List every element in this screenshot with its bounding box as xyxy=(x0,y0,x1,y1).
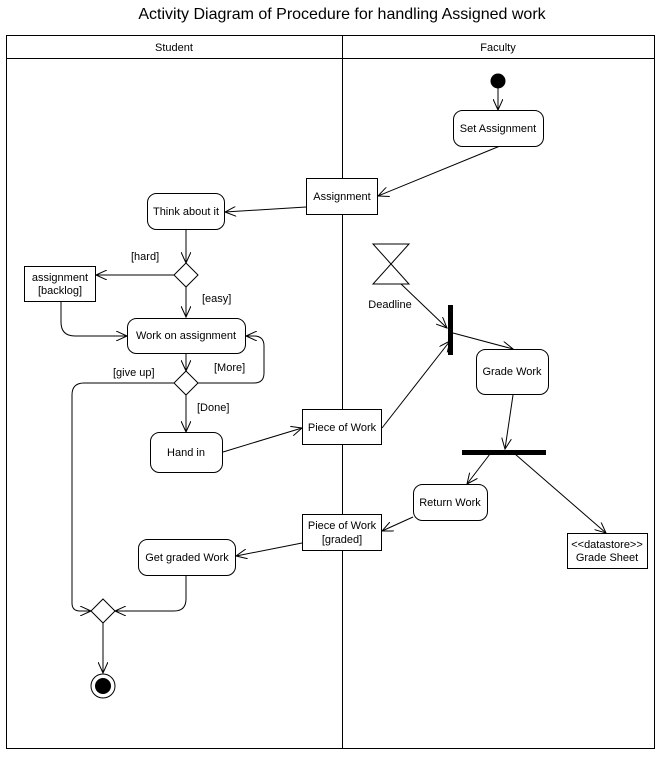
action-return-work-label: Return Work xyxy=(419,497,481,509)
edge-deadline-to-join xyxy=(399,282,447,328)
lane-student-label: Student xyxy=(155,42,193,54)
action-hand-in-label: Hand in xyxy=(167,447,205,459)
object-graded-piece xyxy=(302,514,382,551)
object-assignment-label: Assignment xyxy=(313,191,370,203)
guard-give-up: [give up] xyxy=(113,367,155,379)
datastore-line2: Grade Sheet xyxy=(576,552,638,564)
action-set-assignment-label: Set Assignment xyxy=(460,123,536,135)
guard-done: [Done] xyxy=(197,402,229,414)
edge-handin-to-piece xyxy=(222,428,302,453)
action-think-label: Think about it xyxy=(153,206,219,218)
object-backlog xyxy=(24,266,96,302)
join-bar xyxy=(448,305,453,355)
action-work xyxy=(127,318,246,354)
object-graded-line2: [graded] xyxy=(322,534,362,546)
datastore-line1: <<datastore>> xyxy=(571,539,643,551)
edge-more xyxy=(198,336,265,384)
action-hand-in xyxy=(150,432,223,473)
guard-easy: [easy] xyxy=(202,293,231,305)
edge-graded-to-get xyxy=(236,542,303,556)
edge-get-to-merge xyxy=(115,576,187,611)
object-backlog-line2: [backlog] xyxy=(38,285,82,297)
edge-fork-to-datastore xyxy=(514,453,606,533)
guard-more: [More] xyxy=(214,362,245,374)
edge-return-to-graded xyxy=(382,516,414,531)
object-graded-line1: Piece of Work xyxy=(308,520,377,532)
fork-bar xyxy=(462,450,546,455)
action-grade-work xyxy=(476,349,549,395)
initial-node xyxy=(490,73,506,89)
action-grade-work-label: Grade Work xyxy=(482,366,542,378)
object-piece-of-work xyxy=(302,409,382,445)
edge-give-up xyxy=(71,382,174,611)
edge-fork-to-return xyxy=(467,453,491,484)
merge-node xyxy=(90,598,116,624)
edge-piece-to-join xyxy=(381,341,450,429)
object-backlog-line1: assignment xyxy=(32,272,88,284)
object-assignment xyxy=(306,178,378,215)
final-node-core xyxy=(95,678,111,694)
action-set-assignment xyxy=(453,110,544,147)
hourglass-icon xyxy=(371,243,411,285)
edge-set-to-assignment xyxy=(378,145,501,196)
edge-assignment-to-think xyxy=(225,207,307,212)
guard-hard: [hard] xyxy=(131,251,159,263)
action-work-label: Work on assignment xyxy=(136,330,236,342)
decision-progress xyxy=(173,370,199,396)
deadline-label: Deadline xyxy=(368,299,411,311)
lane-faculty-label: Faculty xyxy=(480,42,516,54)
object-piece-of-work-label: Piece of Work xyxy=(308,422,377,434)
edge-backlog-to-work xyxy=(60,302,127,336)
edges xyxy=(60,88,606,673)
edge-grade-to-fork xyxy=(505,394,514,449)
action-get-graded xyxy=(138,539,236,576)
action-think xyxy=(147,193,225,230)
swimlane-frame xyxy=(6,35,655,749)
diagram-title: Activity Diagram of Procedure for handli… xyxy=(138,6,546,23)
action-get-graded-label: Get graded Work xyxy=(145,552,229,564)
decision-difficulty xyxy=(173,262,199,288)
action-return-work xyxy=(413,484,488,521)
datastore-grade-sheet xyxy=(567,533,648,569)
edge-join-to-grade xyxy=(452,332,513,349)
